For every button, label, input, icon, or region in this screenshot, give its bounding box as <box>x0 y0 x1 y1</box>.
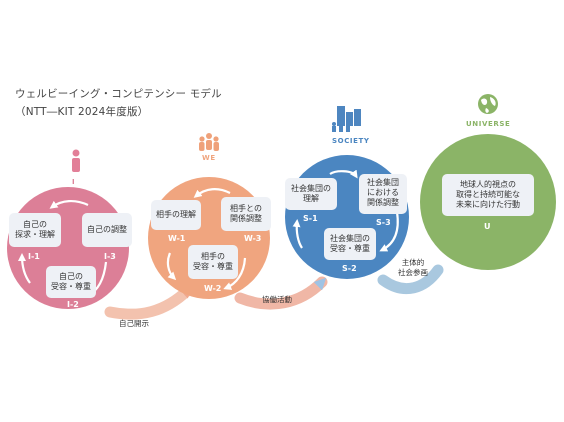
label-we-3: 相手との 関係調整 <box>230 204 262 223</box>
label-we-1: 相手の理解 <box>156 210 196 219</box>
city-icon <box>332 106 361 132</box>
group-icon <box>199 133 219 151</box>
box-we-1 <box>151 200 201 230</box>
transition-label-we-society: 協働活動 <box>262 295 292 304</box>
label-i-1: 自己の 探求・理解 <box>15 220 55 239</box>
code-universe: U <box>484 222 491 231</box>
label-i-3: 自己の調整 <box>87 225 127 234</box>
label-s-1: 社会集団の 理解 <box>291 184 331 203</box>
box-i-3 <box>82 213 132 247</box>
box-we-3 <box>221 197 271 231</box>
transition-arrow-society-universe <box>377 264 444 295</box>
code-i-2: I-2 <box>67 300 79 309</box>
caption-universe: UNIVERSE <box>466 120 511 128</box>
transition-label-i-we: 自己開示 <box>119 319 149 328</box>
box-i-1 <box>9 213 61 247</box>
transition-label-society-universe: 主体的 社会参画 <box>398 258 428 277</box>
box-we-2 <box>188 245 238 279</box>
diagram-subtitle: （NTT―KIT 2024年度版） <box>15 106 149 118</box>
label-s-3: 社会集団 における 関係調整 <box>367 178 399 207</box>
diagram-title: ウェルビーイング・コンピテンシー モデル <box>15 88 222 100</box>
code-we-3: W-3 <box>244 234 262 243</box>
transition-arrow-we-society <box>234 276 328 310</box>
label-we-2: 相手の 受容・尊重 <box>193 252 233 271</box>
code-s-2: S-2 <box>342 264 357 273</box>
code-s-3: S-3 <box>376 218 391 227</box>
globe-icon <box>478 94 498 114</box>
code-s-1: S-1 <box>303 214 318 223</box>
caption-society: SOCIETY <box>332 137 370 145</box>
label-i-2: 自己の 受容・尊重 <box>51 272 91 291</box>
code-we-2: W-2 <box>204 284 222 293</box>
person-icon <box>72 149 80 172</box>
caption-i: I <box>72 178 76 186</box>
code-i-1: I-1 <box>28 252 40 261</box>
code-we-1: W-1 <box>168 234 186 243</box>
box-universe <box>442 174 534 216</box>
caption-we: WE <box>202 154 216 162</box>
transition-arrow-i-we <box>104 284 194 320</box>
code-i-3: I-3 <box>104 252 116 261</box>
box-s-3 <box>359 174 407 214</box>
box-i-2 <box>46 266 96 298</box>
box-s-2 <box>324 228 376 260</box>
box-s-1 <box>285 178 337 210</box>
label-universe: 地球人的視点の 取得と持続可能な 未来に向けた行動 <box>456 180 520 209</box>
label-s-2: 社会集団の 受容・尊重 <box>330 234 370 253</box>
